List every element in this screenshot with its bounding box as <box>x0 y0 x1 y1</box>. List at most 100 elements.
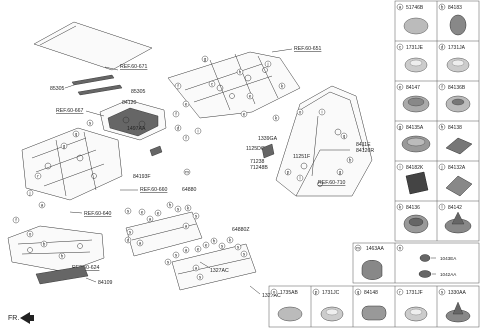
svg-text:c: c <box>211 82 214 87</box>
svg-text:s: s <box>177 207 180 212</box>
callout-k: k <box>184 204 192 212</box>
svg-text:s: s <box>167 260 170 265</box>
ref-60-660: REF.60-660 <box>140 187 168 193</box>
cell-letter: a <box>399 5 402 10</box>
svg-text:s: s <box>243 252 246 257</box>
callout-a: a <box>146 215 154 223</box>
svg-text:s: s <box>237 245 240 250</box>
svg-text:h: h <box>213 239 216 244</box>
cell-part-number: 84136 <box>406 205 420 211</box>
cell-letter: q <box>357 290 360 295</box>
svg-text:h: h <box>169 203 172 208</box>
svg-text:g: g <box>339 170 342 175</box>
svg-text:f: f <box>15 218 17 223</box>
svg-text:e: e <box>243 112 246 117</box>
part-1043EA: 1043EA <box>440 256 457 261</box>
part-84120: 84120 <box>122 100 137 106</box>
clip-n1-icon <box>419 254 431 262</box>
callout-h: h <box>58 252 66 260</box>
cell-part-number: 84182K <box>406 165 424 171</box>
callout-e: e <box>182 100 190 108</box>
pad-h-icon <box>445 137 473 155</box>
callout-e: e <box>154 209 162 217</box>
part-11251F: 11251F <box>293 154 310 160</box>
part-8411E: 8411E <box>356 142 371 148</box>
svg-text:b: b <box>349 158 352 163</box>
callout-p: p <box>284 168 292 176</box>
svg-text:a: a <box>149 217 152 222</box>
callout-b: b <box>40 240 48 248</box>
svg-text:g: g <box>204 57 207 62</box>
legend-icons <box>277 14 473 323</box>
callout-l: l <box>296 174 304 182</box>
svg-text:j: j <box>28 191 30 196</box>
callout-s: s <box>126 228 134 236</box>
callout-i: i <box>318 108 326 116</box>
cell-letter: c <box>399 45 402 50</box>
svg-text:d: d <box>177 126 180 131</box>
svg-text:q: q <box>343 134 346 139</box>
cell-part-number: 84132A <box>448 165 466 171</box>
cell-part-number: 84136B <box>448 85 466 91</box>
cell-letter: e <box>399 85 402 90</box>
callout-e: e <box>138 208 146 216</box>
svg-text:l: l <box>299 176 300 181</box>
cell-letter: p <box>315 290 318 295</box>
callout-f: f <box>172 110 180 118</box>
under-cover-64880Z <box>171 243 257 291</box>
callout-e: e <box>202 241 210 249</box>
callout-o: o <box>26 230 34 238</box>
ref-60-651: REF.60-651 <box>294 46 322 52</box>
callout-h: h <box>236 68 244 76</box>
callout-h: h <box>166 201 174 209</box>
svg-text:b: b <box>43 242 46 247</box>
svg-text:n: n <box>399 246 402 251</box>
svg-text:e: e <box>205 243 208 248</box>
callout-k: k <box>226 236 234 244</box>
callout-g: g <box>60 142 68 150</box>
callout-j: j <box>264 60 272 68</box>
plug-o-icon <box>277 306 303 322</box>
svg-text:a: a <box>185 224 188 229</box>
sub-frame <box>7 225 105 273</box>
part-1327AC-a: 1327AC <box>210 268 229 274</box>
legend-grid <box>268 0 480 328</box>
ref-60-710: REF.60-710 <box>318 180 346 186</box>
callout-r: r <box>34 172 42 180</box>
svg-text:f: f <box>175 112 177 117</box>
callout-a: a <box>136 239 144 247</box>
svg-text:i: i <box>321 110 322 115</box>
svg-text:q: q <box>75 132 78 137</box>
callout-e: e <box>194 245 202 253</box>
cell-n-header: n 1043EA 1042AA <box>396 244 457 277</box>
fr-arrow-icon <box>20 312 34 324</box>
callout-k: k <box>278 82 286 90</box>
plug-a-icon <box>403 17 429 35</box>
callout-s: s <box>164 258 172 266</box>
pad-85305 <box>71 74 123 96</box>
callout-s: s <box>240 250 248 258</box>
svg-text:e: e <box>157 211 160 216</box>
plug-q-icon <box>361 305 387 321</box>
cell-letter: f <box>441 85 443 90</box>
part-84126R: 84126R <box>356 148 374 154</box>
svg-text:g: g <box>63 144 66 149</box>
floor-frame <box>167 51 301 119</box>
svg-text:s: s <box>127 209 130 214</box>
svg-text:s: s <box>89 121 92 126</box>
part-71248B: 71248B <box>250 165 268 171</box>
svg-text:r: r <box>37 174 39 179</box>
svg-text:o: o <box>29 232 32 237</box>
part-71238: 71238 <box>250 159 265 165</box>
cell-letter: g <box>399 125 402 130</box>
fr-label: FR. <box>8 315 19 322</box>
